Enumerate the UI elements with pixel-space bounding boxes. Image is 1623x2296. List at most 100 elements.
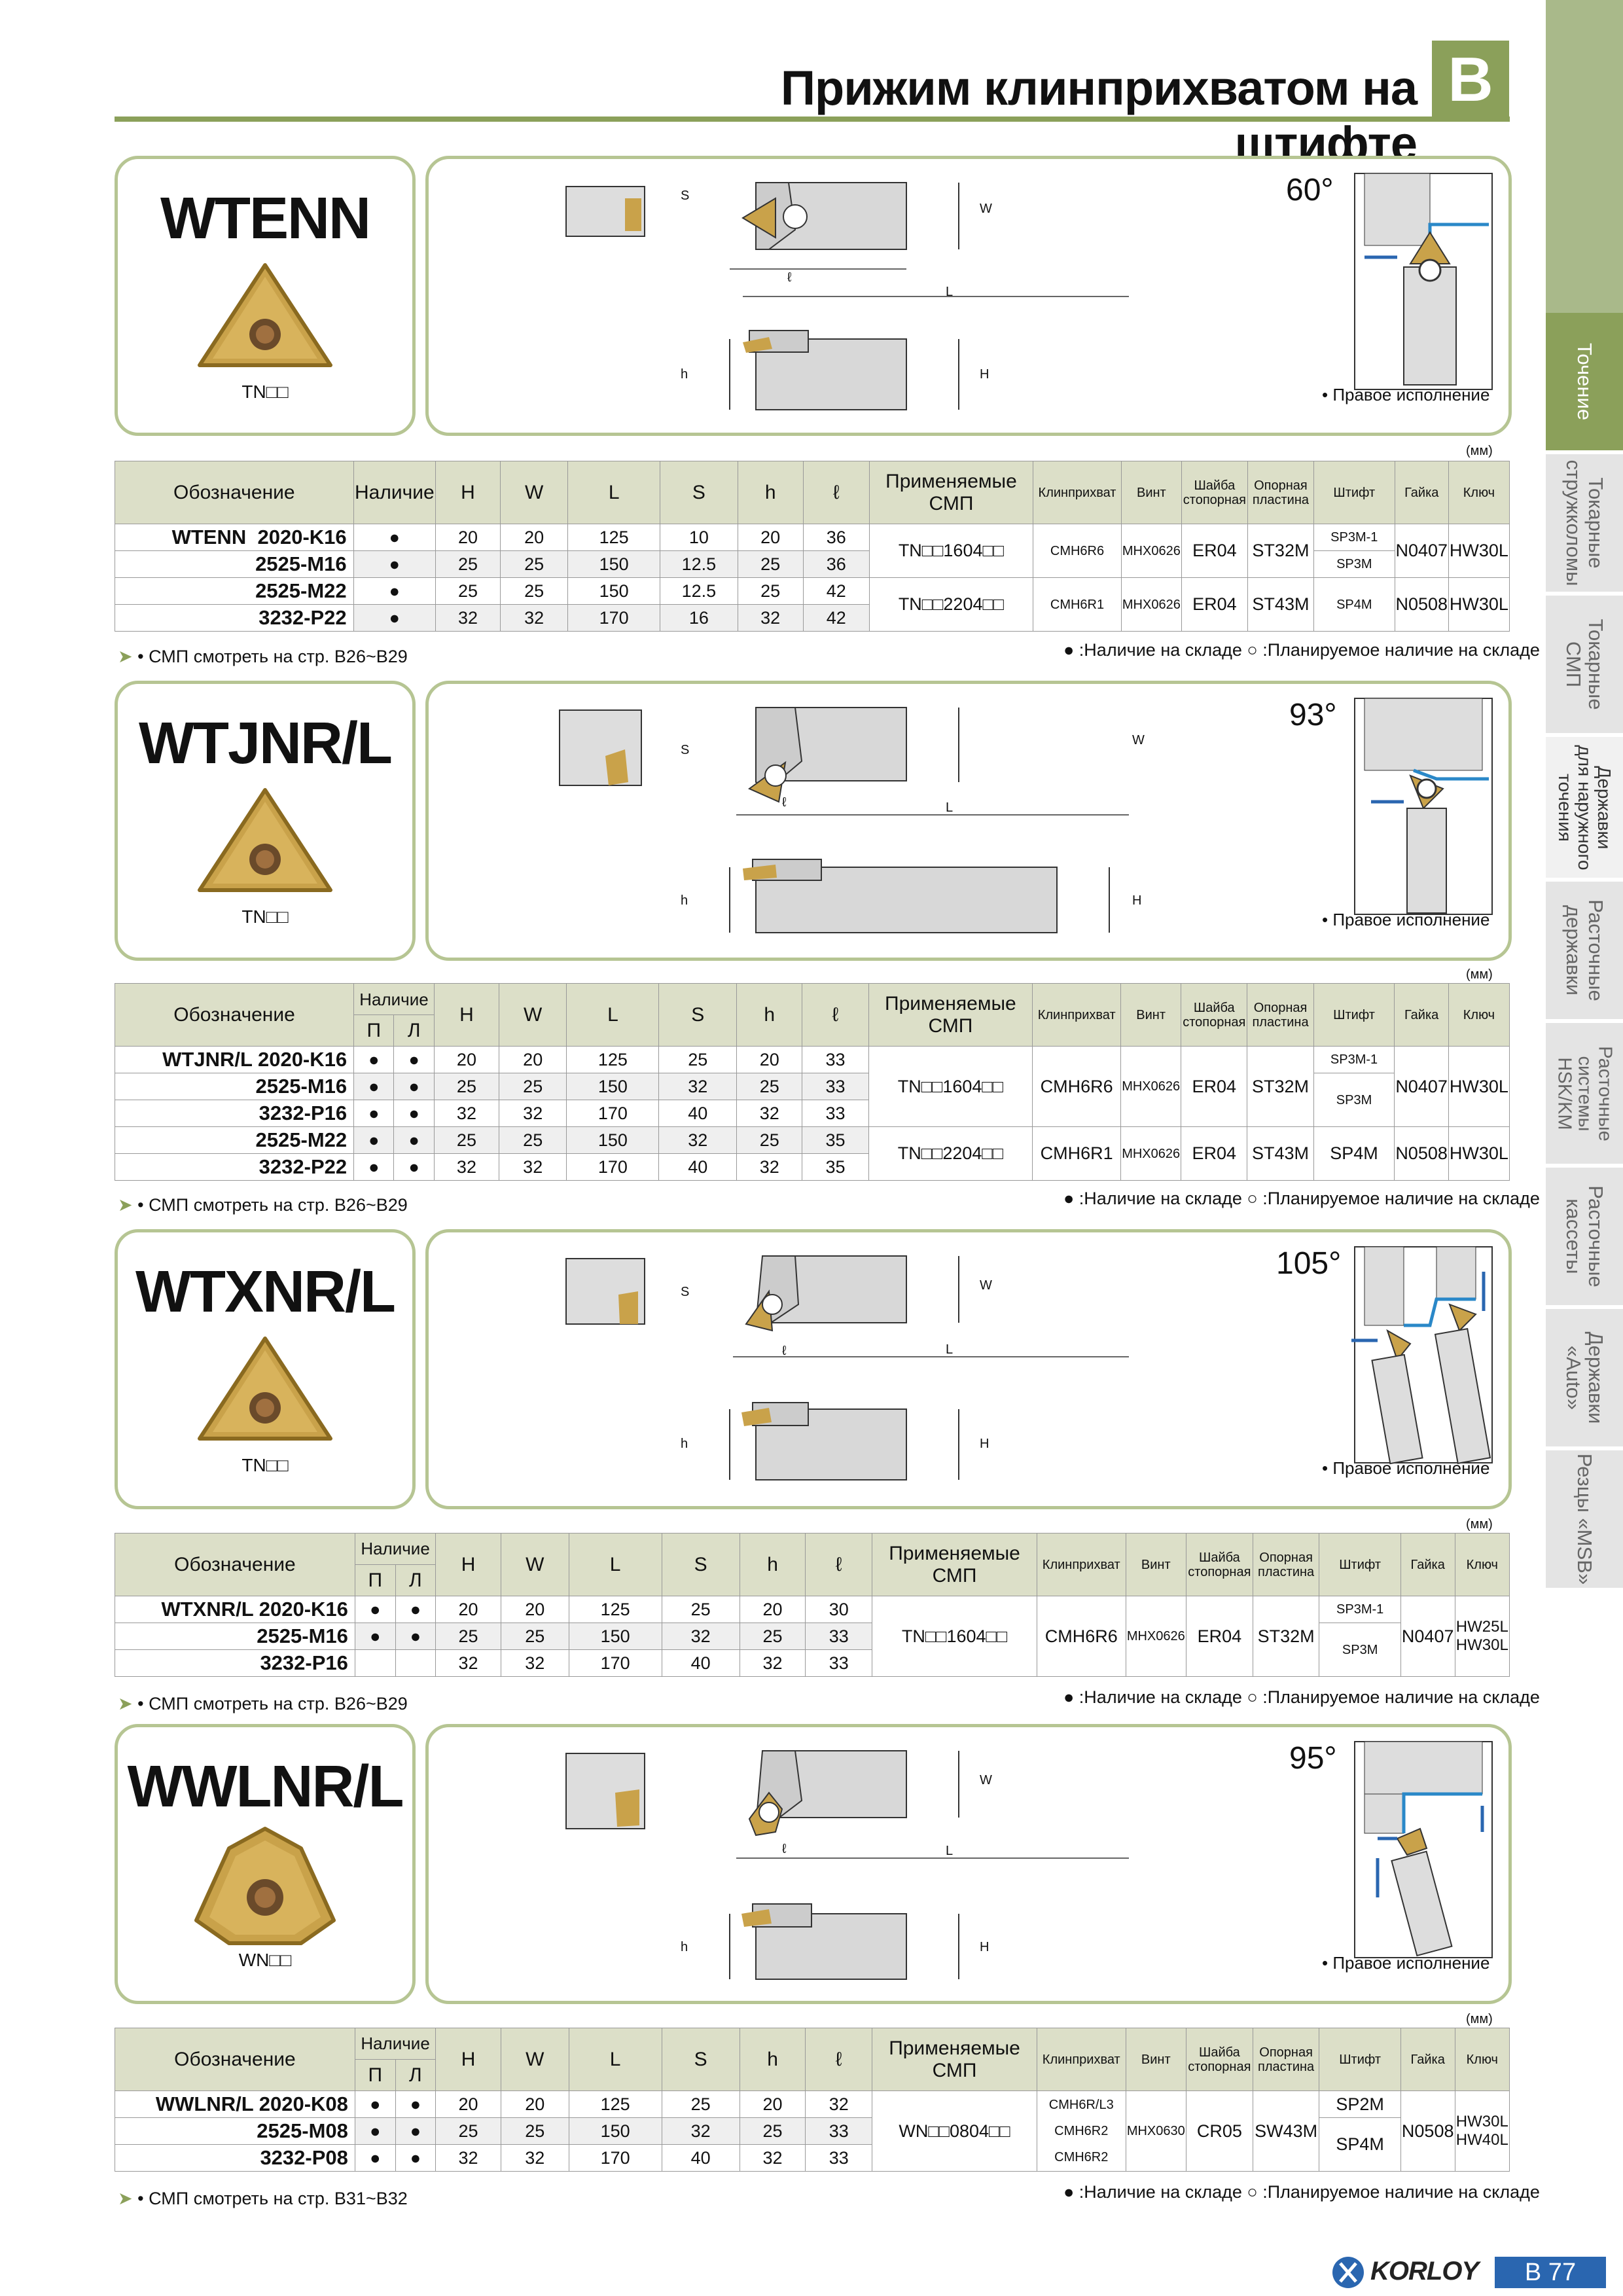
header-h: H xyxy=(433,983,500,1047)
side-tab-msb-tools[interactable]: Резцы «MSB» xyxy=(1546,1450,1623,1592)
header-small-l: ℓ xyxy=(802,983,869,1047)
side-tab-auto-holders[interactable]: Державки «Auto» xyxy=(1546,1309,1623,1450)
angle-label: 60° xyxy=(1286,173,1334,207)
dim-label-small-l: ℓ xyxy=(782,1842,787,1856)
insert-reference-note: ➤ • СМП смотреть на стр. B31~B32 xyxy=(118,2189,408,2208)
header-h: H xyxy=(435,461,501,524)
angle-label: 93° xyxy=(1289,698,1337,732)
header-left: Л xyxy=(395,1564,437,1596)
side-tab-inserts[interactable]: Токарные СМП xyxy=(1546,596,1623,737)
header-availability: Наличие xyxy=(353,461,436,524)
insert-code: WN□□ xyxy=(238,1950,292,1970)
header-l: L xyxy=(566,983,660,1047)
header-seat: Опорная пластина xyxy=(1247,983,1314,1047)
header-inserts: Применяемые СМП xyxy=(868,983,1033,1047)
product-name: WTXNR/L xyxy=(135,1259,396,1325)
insert-code: TN□□ xyxy=(241,382,289,402)
side-tab-boring-systems[interactable]: Расточные системы HSK/KM xyxy=(1546,1023,1623,1168)
header-h: H xyxy=(435,2028,501,2091)
right-hand-label: • Правое исполнение xyxy=(1322,910,1490,929)
header-inserts: Применяемые СМП xyxy=(868,461,1034,524)
dim-label-big-h: H xyxy=(1132,893,1142,908)
dim-label-h: h xyxy=(681,367,688,382)
header-right: П xyxy=(353,1014,395,1047)
header-washer: Шайба стопорная xyxy=(1181,461,1248,524)
dim-label-w: W xyxy=(980,202,992,216)
header-seat: Опорная пластина xyxy=(1252,1533,1320,1596)
header-availability: Наличие xyxy=(354,2028,437,2060)
right-hand-label: • Правое исполнение xyxy=(1322,385,1490,404)
section-badge: B xyxy=(1432,41,1509,119)
diagram-box-wtjnrl: S W L ℓ h H 93° • Правое исполнение xyxy=(425,681,1512,961)
header-small-l: ℓ xyxy=(802,461,870,524)
header-seat: Опорная пластина xyxy=(1247,461,1315,524)
header-washer: Шайба стопорная xyxy=(1186,1533,1253,1596)
tool-drawing xyxy=(565,1246,1493,1480)
tool-drawing xyxy=(559,698,1493,933)
header-availability: Наличие xyxy=(354,1533,437,1565)
header-inserts: Применяемые СМП xyxy=(872,2028,1037,2091)
arrow-icon: ➤ xyxy=(118,2189,133,2208)
side-tab-chipbreakers[interactable]: Токарные стружколомы xyxy=(1546,454,1623,596)
availability-legend: ● :Наличие на складе ○ :Планируемое нали… xyxy=(1063,1687,1540,1707)
dim-label-l: L xyxy=(946,800,954,815)
header-clamp: Клинприхват xyxy=(1036,1533,1126,1596)
header-small-h: h xyxy=(736,983,803,1047)
angle-label: 95° xyxy=(1289,1741,1337,1776)
header-screw: Винт xyxy=(1125,1533,1187,1596)
unit-label: (мм) xyxy=(1466,967,1493,982)
dim-label-l: L xyxy=(946,1844,954,1858)
header-small-h: h xyxy=(739,1533,806,1596)
triangle-insert-icon xyxy=(198,788,332,892)
header-w: W xyxy=(500,1533,569,1596)
header-designation: Обозначение xyxy=(115,2028,355,2091)
insert-code: TN□□ xyxy=(241,1455,289,1475)
side-tab-boring-bars[interactable]: Расточные державки xyxy=(1546,882,1623,1023)
side-tab-turning[interactable]: Точение xyxy=(1546,313,1623,454)
spec-table-wwlnrl: Обозначение Наличие H W L S h ℓ Применяе… xyxy=(115,2028,1510,2172)
insert-code: TN□□ xyxy=(241,906,289,927)
insert-reference-note: ➤ • СМП смотреть на стр. B26~B29 xyxy=(118,1195,408,1215)
header-nut: Гайка xyxy=(1394,461,1449,524)
header-left: Л xyxy=(395,2059,437,2091)
product-name: WTJNR/L xyxy=(139,711,393,776)
header-key: Ключ xyxy=(1448,983,1510,1047)
side-tab-external-holders[interactable]: Державки для наружного точения xyxy=(1546,737,1623,882)
dim-label-small-l: ℓ xyxy=(782,1344,787,1358)
header-key: Ключ xyxy=(1454,1533,1510,1596)
page-number: B 77 xyxy=(1495,2257,1606,2288)
dim-label-w: W xyxy=(1132,733,1145,747)
header-key: Ключ xyxy=(1454,2028,1510,2091)
header-l: L xyxy=(568,2028,662,2091)
dim-label-big-h: H xyxy=(980,1940,990,1954)
header-small-l: ℓ xyxy=(805,2028,873,2091)
angle-label: 105° xyxy=(1276,1246,1342,1281)
unit-label: (мм) xyxy=(1466,1517,1493,1532)
dim-label-s: S xyxy=(681,743,690,757)
header-washer: Шайба стопорная xyxy=(1181,983,1248,1047)
side-tab-boring-cassettes[interactable]: Расточные кассеты xyxy=(1546,1168,1623,1309)
diagram-box-wtenn: S W L ℓ h H 60° • Правое исполнение xyxy=(425,156,1512,436)
header-w: W xyxy=(499,983,567,1047)
diagram-box-wtxnrl: S W L ℓ h H 105° • Правое исполнение xyxy=(425,1229,1512,1509)
dim-label-h: h xyxy=(681,1940,688,1954)
availability-legend: ● :Наличие на складе ○ :Планируемое нали… xyxy=(1063,640,1540,660)
insert-reference-note: ➤ • СМП смотреть на стр. B26~B29 xyxy=(118,1694,408,1713)
product-name: WWLNR/L xyxy=(127,1754,404,1820)
header-pin: Штифт xyxy=(1313,461,1395,524)
dim-label-w: W xyxy=(980,1773,992,1787)
header-designation: Обозначение xyxy=(114,983,355,1047)
header-right: П xyxy=(354,1564,396,1596)
korloy-logo-icon xyxy=(1332,2257,1364,2288)
arrow-icon: ➤ xyxy=(118,1195,133,1215)
dim-label-h: h xyxy=(681,1437,688,1451)
header-w: W xyxy=(500,2028,569,2091)
spec-table-wtjnrl: Обозначение Наличие H W L S h ℓ Применяе… xyxy=(114,983,1510,1181)
